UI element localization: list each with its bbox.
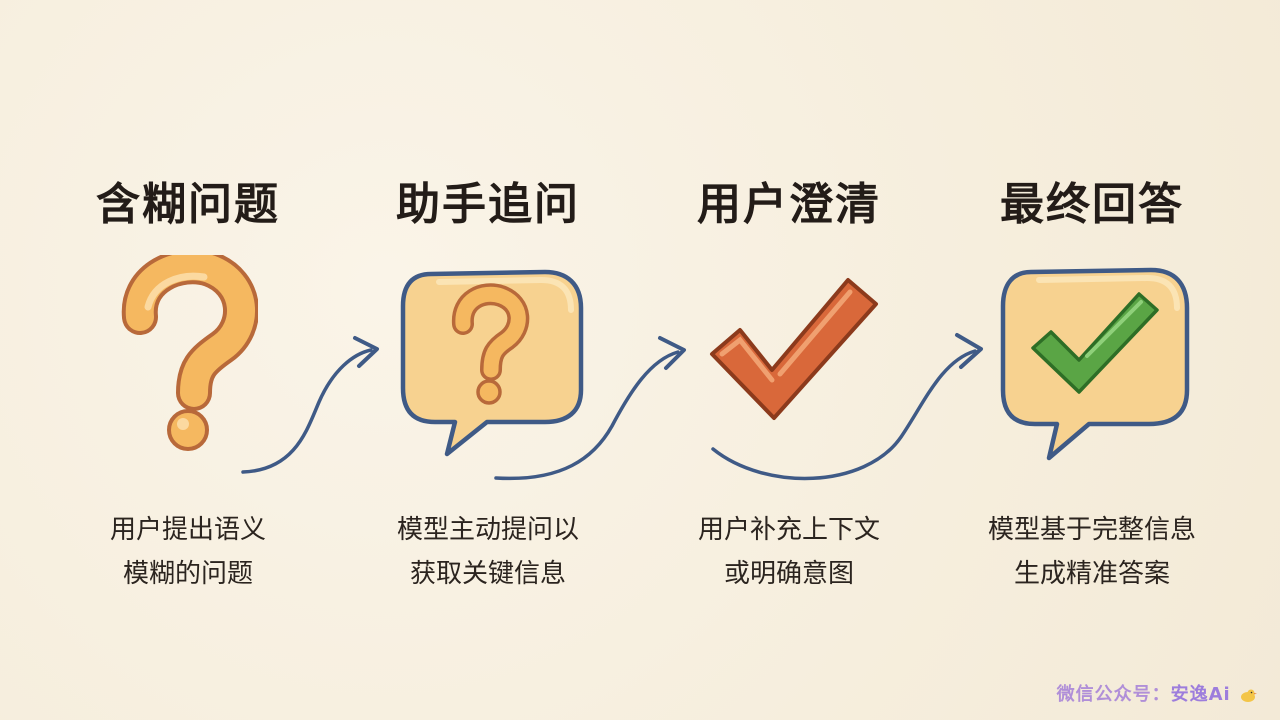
- step-4-title: 最终回答: [1000, 179, 1184, 230]
- step-2-caption: 模型主动提问以 获取关键信息: [338, 508, 638, 596]
- step-3-caption: 用户补充上下文 或明确意图: [639, 508, 939, 596]
- step-3-caption-line-2: 或明确意图: [723, 559, 854, 589]
- step-3-caption-line-1: 用户补充上下文: [697, 515, 880, 545]
- question-mark-icon: [121, 255, 258, 451]
- step-2-caption-line-1: 模型主动提问以: [396, 515, 579, 545]
- question-bubble-icon: [400, 269, 584, 457]
- step-2-caption-line-2: 获取关键信息: [409, 559, 566, 589]
- step-1-caption-line-1: 用户提出语义: [109, 515, 266, 545]
- flow-arrow-1-icon: [241, 336, 379, 474]
- step-4-caption: 模型基于完整信息 生成精准答案: [942, 508, 1242, 596]
- step-2-title: 助手追问: [396, 179, 580, 230]
- watermark: 微信公众号：安逸Ai: [1057, 680, 1258, 706]
- step-4-caption-line-1: 模型基于完整信息: [987, 515, 1196, 545]
- check-bubble-icon: [1000, 267, 1190, 461]
- step-1-title: 含糊问题: [96, 179, 280, 230]
- flow-arrow-3-icon: [711, 333, 983, 481]
- chick-icon: [1241, 689, 1257, 702]
- step-1-caption: 用户提出语义 模糊的问题: [38, 508, 338, 596]
- flow-arrow-2-icon: [494, 336, 686, 481]
- checkmark-icon: [710, 278, 878, 420]
- watermark-prefix: 微信公众号：: [1056, 684, 1171, 705]
- watermark-brand: 安逸Ai: [1170, 684, 1231, 705]
- step-4-caption-line-2: 生成精准答案: [1013, 559, 1170, 589]
- step-1-caption-line-2: 模糊的问题: [122, 559, 253, 589]
- step-3-title: 用户澄清: [697, 179, 881, 230]
